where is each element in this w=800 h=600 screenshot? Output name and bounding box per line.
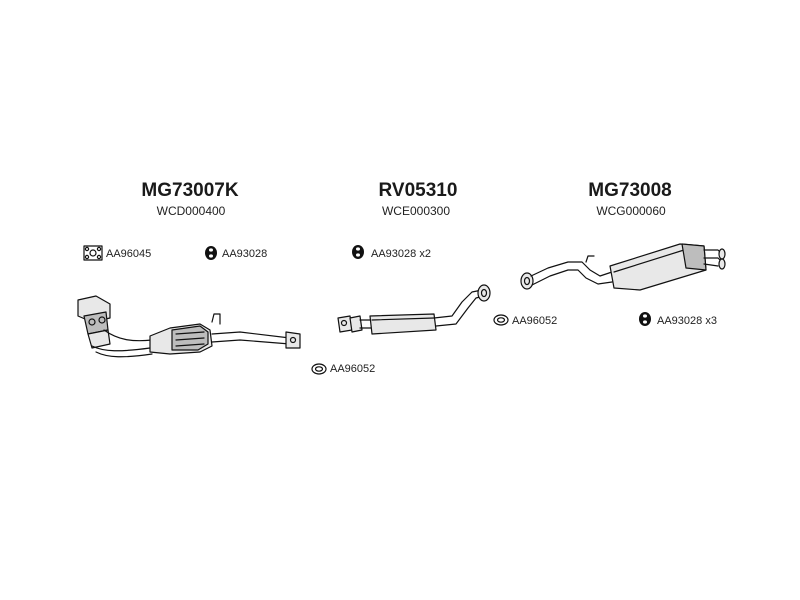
group-3-part-number: MG73008 (588, 180, 672, 201)
middle-silencer-drawing (337, 284, 491, 335)
ring-gasket-icon-3 (493, 314, 509, 326)
gasket-label-1: AA96045 (106, 248, 152, 260)
rubber-hanger-icon-1 (205, 246, 217, 260)
rubber-hanger-icon-2 (352, 245, 364, 259)
rubber-hanger-icon-3 (639, 312, 651, 326)
rear-silencer-drawing (520, 243, 726, 291)
group-2-ref-code: WCE000300 (381, 204, 451, 218)
group-1-ref-code: WCD000400 (156, 204, 226, 218)
ring-gasket-icon-2 (311, 363, 327, 375)
catalytic-converter-front-pipe-drawing (77, 295, 301, 358)
ring-gasket-label-2: AA96052 (330, 363, 376, 375)
hanger-label-2: AA93028 x2 (371, 248, 431, 260)
group-2-part-number: RV05310 (378, 180, 458, 201)
group-3-ref-code: WCG000060 (596, 204, 666, 218)
group-1-part-number: MG73007K (141, 180, 239, 201)
hanger-label-1: AA93028 (222, 248, 268, 260)
ring-gasket-label-3: AA96052 (512, 315, 558, 327)
flange-gasket-icon (83, 245, 103, 261)
hanger-label-3: AA93028 x3 (657, 315, 717, 327)
